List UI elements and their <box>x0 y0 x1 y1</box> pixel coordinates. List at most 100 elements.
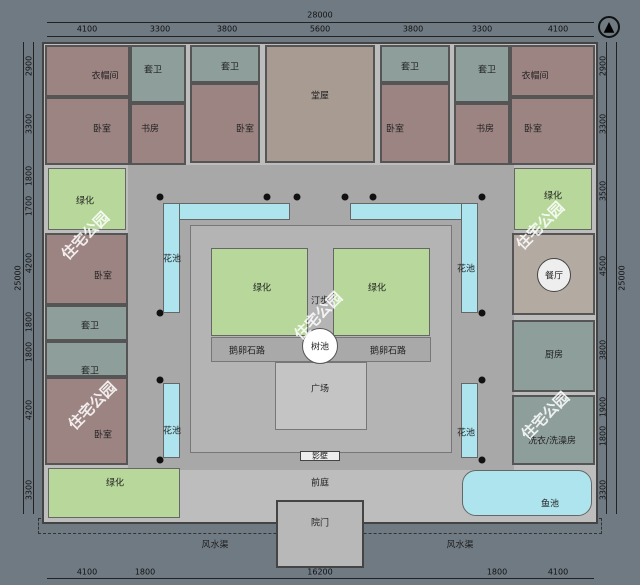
ensuite <box>130 45 186 103</box>
dim-left: 2900 <box>24 55 34 77</box>
water-channel-label: 风水渠 <box>446 540 474 551</box>
dim-right: 3800 <box>598 339 608 361</box>
dim-bottom: 16200 <box>307 567 333 577</box>
pebble-path-label: 鹅卵石路 <box>369 346 407 357</box>
flower-bed-label: 花池 <box>162 426 182 437</box>
dim-right: 2900 <box>598 55 608 77</box>
dim-left: 3300 <box>24 113 34 135</box>
ensuite-label: 套卫 <box>143 65 163 76</box>
greenery <box>48 468 180 518</box>
study-label: 书房 <box>475 124 495 135</box>
bedroom <box>380 83 450 163</box>
flower-bed-label: 花池 <box>456 428 476 439</box>
dim-bottom: 4100 <box>547 567 569 577</box>
tree-pool <box>302 328 338 364</box>
dim-bottom: 1800 <box>134 567 156 577</box>
bedroom <box>45 377 128 465</box>
ensuite-label: 套卫 <box>220 62 240 73</box>
dim-right: 1900 <box>598 396 608 418</box>
bedroom-label: 卧室 <box>93 271 113 282</box>
tree-pool-label: 树池 <box>310 342 330 353</box>
bedroom <box>190 83 260 163</box>
bedroom <box>45 233 128 305</box>
dim-top: 5600 <box>309 24 331 34</box>
dim-top: 3800 <box>216 24 238 34</box>
flower-bed <box>163 203 290 220</box>
kitchen-label: 厨房 <box>544 350 564 361</box>
dim-right-total: 25000 <box>617 265 627 291</box>
dim-right: 4500 <box>598 255 608 277</box>
dim-top-total: 28000 <box>307 10 333 20</box>
ensuite <box>45 341 128 377</box>
bedroom-label: 卧室 <box>92 124 112 135</box>
ensuite-label: 套卫 <box>80 366 100 377</box>
hall <box>265 45 375 163</box>
main-gate[interactable] <box>276 500 364 568</box>
flower-bed-label: 花池 <box>162 254 182 265</box>
fish-pond <box>462 470 592 516</box>
greenery-label: 绿化 <box>75 196 95 207</box>
study <box>454 103 510 165</box>
bedroom-label: 卧室 <box>235 124 255 135</box>
greenery-label: 绿化 <box>105 478 125 489</box>
plaza <box>275 362 367 430</box>
greenery <box>333 248 430 336</box>
ensuite <box>454 45 510 103</box>
study-label: 书房 <box>140 124 160 135</box>
greenery <box>48 168 126 230</box>
bedroom-label: 卧室 <box>523 124 543 135</box>
dim-top: 3300 <box>471 24 493 34</box>
flower-bed-label: 花池 <box>456 264 476 275</box>
dim-bottom: 1800 <box>486 567 508 577</box>
gate-label: 院门 <box>310 518 330 529</box>
dim-left: 1800 <box>24 341 34 363</box>
front-court-label: 前庭 <box>310 478 330 489</box>
dim-right: 3300 <box>598 113 608 135</box>
dim-top: 4100 <box>76 24 98 34</box>
screen-wall-label: 影壁 <box>312 451 328 461</box>
flower-bed <box>163 383 180 458</box>
ensuite <box>380 45 450 83</box>
greenery <box>211 248 308 336</box>
ensuite <box>190 45 260 83</box>
cloakroom-label: 衣帽间 <box>521 71 549 82</box>
dim-top: 3300 <box>149 24 171 34</box>
dim-right: 3500 <box>598 180 608 202</box>
flower-bed <box>461 203 478 313</box>
fish-pond-label: 鱼池 <box>540 499 560 510</box>
study <box>130 103 186 165</box>
dim-top: 4100 <box>547 24 569 34</box>
greenery <box>514 168 592 230</box>
utility <box>512 395 595 465</box>
bedroom <box>45 97 130 165</box>
dining-label: 餐厅 <box>544 271 564 282</box>
north-arrow-icon: ▲ <box>598 16 620 38</box>
dim-right: 1800 <box>598 425 608 447</box>
greenery-label: 绿化 <box>367 283 387 294</box>
ensuite-label: 套卫 <box>400 62 420 73</box>
bedroom <box>510 97 595 165</box>
stepping-stones-label: 汀步 <box>310 296 330 307</box>
dim-left: 1800 <box>24 311 34 333</box>
dim-left-total: 25000 <box>13 265 23 291</box>
pebble-path-label: 鹅卵石路 <box>228 346 266 357</box>
dim-right: 3300 <box>598 479 608 501</box>
ensuite <box>45 305 128 341</box>
hall-label: 堂屋 <box>310 91 330 102</box>
dim-left: 1700 <box>24 195 34 217</box>
bedroom-label: 卧室 <box>385 124 405 135</box>
dining-table <box>537 258 571 292</box>
greenery-label: 绿化 <box>252 283 272 294</box>
dim-left: 3300 <box>24 479 34 501</box>
bedroom-label: 卧室 <box>93 430 113 441</box>
dim-bottom: 4100 <box>76 567 98 577</box>
plaza-label: 广场 <box>310 384 330 395</box>
flower-bed <box>163 203 180 313</box>
cloakroom <box>45 45 130 97</box>
cloakroom-label: 衣帽间 <box>91 71 119 82</box>
flower-bed <box>350 203 478 220</box>
ensuite-label: 套卫 <box>477 65 497 76</box>
ensuite-label: 套卫 <box>80 321 100 332</box>
dim-left: 1800 <box>24 165 34 187</box>
water-channel-label: 风水渠 <box>201 540 229 551</box>
